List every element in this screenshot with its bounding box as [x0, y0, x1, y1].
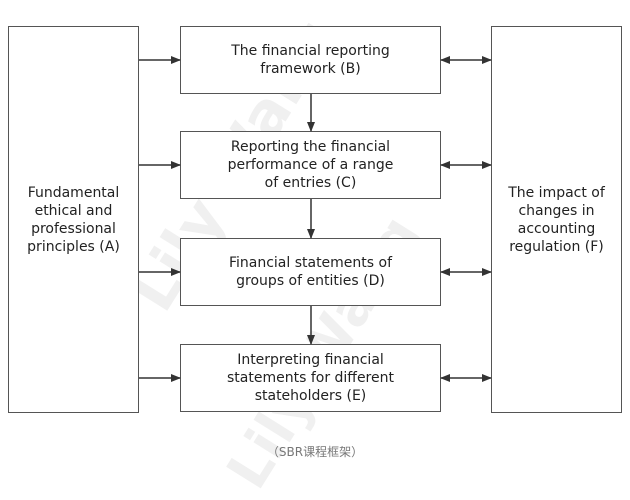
box-b-reporting-framework: The financial reporting framework (B): [180, 26, 441, 94]
connector-arrows: [139, 56, 492, 382]
box-f-regulation-changes: The impact of changes in accounting regu…: [491, 26, 622, 413]
figure-caption: （SBR课程框架）: [266, 445, 364, 459]
box-d-group-statements: Financial statements of groups of entiti…: [180, 238, 441, 306]
box-a-ethical-principles: Fundamental ethical and professional pri…: [8, 26, 139, 413]
box-e-interpreting-statements: Interpreting financial statements for di…: [180, 344, 441, 412]
